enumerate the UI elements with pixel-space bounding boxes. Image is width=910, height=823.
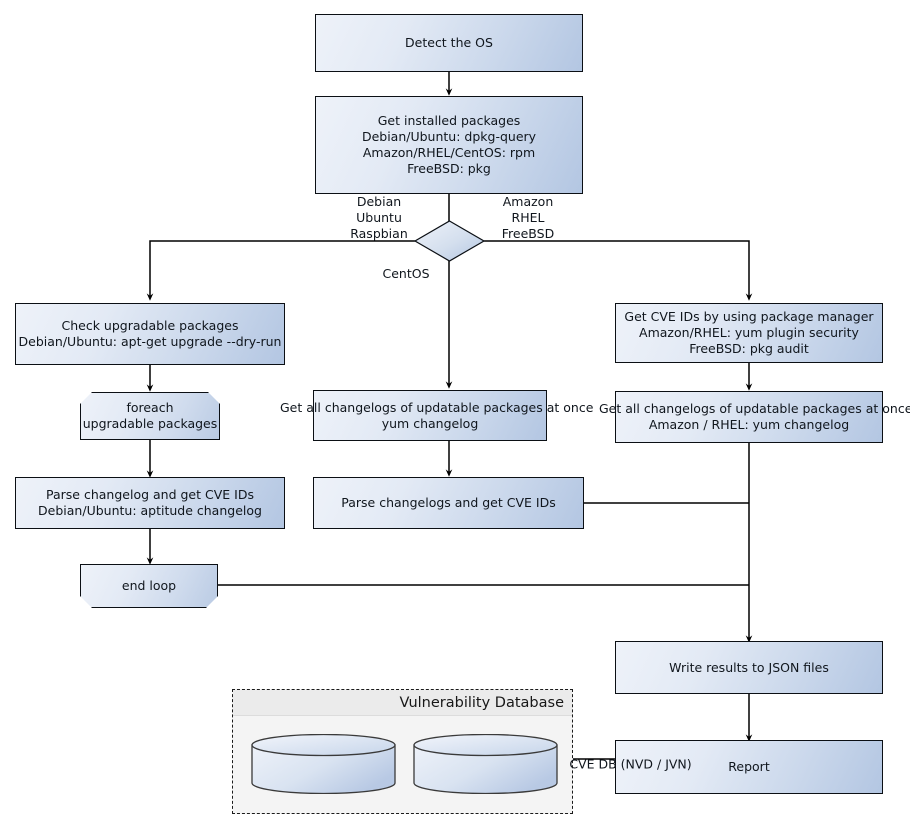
branch-right-line-2: RHEL (511, 210, 545, 225)
centos-changelogs-line-1: Get all changelogs of updatable packages… (280, 399, 594, 415)
parse-changelog-deb-line-1: Parse changelog and get CVE IDs (46, 487, 254, 502)
node-get-changelogs-centos[interactable]: Get all changelogs of updatable packages… (280, 390, 593, 441)
node-detect-os-label: Detect the OS (405, 35, 493, 50)
branch-right-line-3: FreeBSD (501, 226, 555, 241)
vulnerability-database-title-label: Vulnerability Database (399, 694, 564, 711)
installed-packages-line-1: Get installed packages (377, 113, 521, 128)
node-report[interactable]: Report (615, 740, 883, 794)
node-detect-os[interactable]: Detect the OS (315, 14, 583, 72)
node-check-upgradable[interactable]: Check upgradable packages Debian/Ubuntu:… (15, 303, 285, 365)
edge-decision-right (484, 240, 753, 301)
node-parse-changelogs-centos[interactable]: Parse changelogs and get CVE IDs (313, 477, 584, 529)
branch-label-down: CentOS (366, 266, 446, 282)
node-end-loop[interactable]: end loop (80, 564, 218, 608)
node-get-changelogs-amazon[interactable]: Get all changelogs of updatable packages… (599, 391, 910, 443)
node-get-cve-ids-package-manager[interactable]: Get CVE IDs by using package manager Ama… (615, 303, 883, 363)
foreach-line-1: foreach (126, 400, 174, 415)
node-write-results-json[interactable]: Write results to JSON files (615, 641, 883, 694)
db-cve[interactable]: CVE DB (NVD / JVN) (413, 733, 692, 795)
cve-ids-pkgmgr-line-2: Amazon/RHEL: yum plugin security (639, 325, 859, 340)
node-get-installed-packages[interactable]: Get installed packages Debian/Ubuntu: dp… (315, 96, 583, 194)
branch-left-line-3: Raspbian (350, 226, 408, 241)
branch-left-line-1: Debian (356, 194, 402, 209)
db-oval[interactable]: OVAL DB (251, 733, 496, 795)
installed-packages-line-4: FreeBSD: pkg (407, 161, 491, 176)
centos-changelogs-line-2: yum changelog (381, 415, 479, 431)
branch-right-line-1: Amazon (502, 194, 554, 209)
end-loop-label: end loop (121, 578, 177, 593)
node-parse-changelog-debian[interactable]: Parse changelog and get CVE IDs Debian/U… (15, 477, 285, 529)
node-foreach-loop[interactable]: foreach upgradable packages (80, 392, 220, 440)
installed-packages-line-3: Amazon/RHEL/CentOS: rpm (362, 145, 536, 160)
report-label: Report (728, 759, 770, 774)
branch-label-right: Amazon RHEL FreeBSD (478, 194, 578, 242)
installed-packages-line-2: Debian/Ubuntu: dpkg-query (361, 129, 537, 144)
database-cylinder-icon (251, 733, 396, 795)
cve-ids-pkgmgr-line-1: Get CVE IDs by using package manager (624, 309, 874, 324)
check-upgradable-line-1: Check upgradable packages (61, 318, 239, 333)
vulnerability-database-title: Vulnerability Database (233, 690, 572, 716)
amazon-changelogs-line-1: Get all changelogs of updatable packages… (599, 401, 910, 416)
parse-changelogs-centos-label: Parse changelogs and get CVE IDs (341, 495, 556, 510)
amazon-changelogs-line-2: Amazon / RHEL: yum changelog (648, 417, 850, 432)
foreach-line-2: upgradable packages (82, 416, 218, 431)
database-cylinder-icon (413, 733, 558, 795)
cve-ids-pkgmgr-line-3: FreeBSD: pkg audit (689, 341, 809, 356)
vulnerability-database-group: Vulnerability Database OVAL DB CVE DB (N… (232, 689, 692, 814)
branch-label-left: Debian Ubuntu Raspbian (329, 194, 429, 242)
write-json-label: Write results to JSON files (669, 659, 829, 675)
branch-left-line-2: Ubuntu (356, 210, 402, 225)
parse-changelog-deb-line-2: Debian/Ubuntu: aptitude changelog (38, 503, 262, 518)
branch-down-line-1: CentOS (382, 266, 430, 281)
check-upgradable-line-2: Debian/Ubuntu: apt-get upgrade --dry-run (18, 334, 282, 349)
